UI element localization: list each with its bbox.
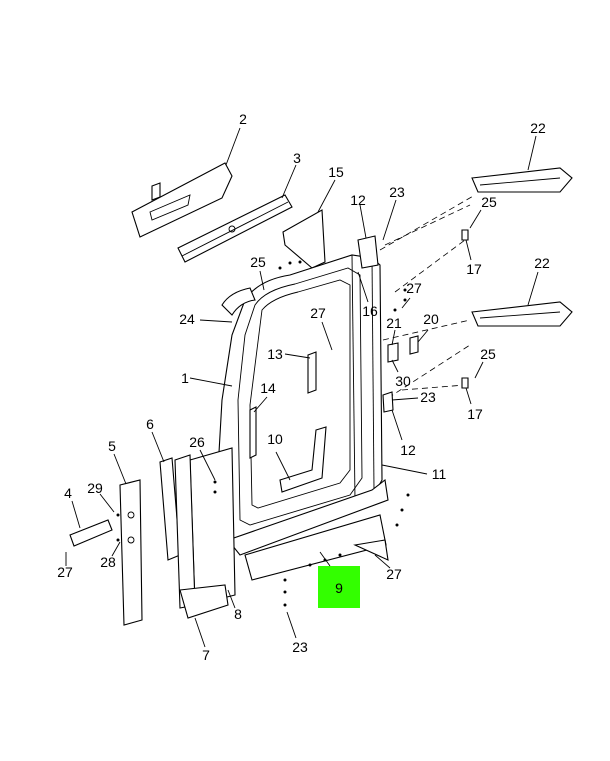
callout-11[interactable]: 11 [432,466,447,482]
alignment-lines [379,194,476,399]
callout-27-lower-right[interactable]: 27 [386,566,402,582]
part-27-gusset [353,539,389,561]
part-17-clips [461,229,469,389]
callout-3[interactable]: 3 [293,150,301,166]
callout-7[interactable]: 7 [202,647,210,663]
callout-1[interactable]: 1 [181,370,189,386]
part-15-bracket [282,209,326,269]
callout-10[interactable]: 10 [267,431,283,447]
part-3-header-rail [177,194,293,263]
callout-15[interactable]: 15 [328,164,344,180]
callout-23-right[interactable]: 23 [420,389,436,405]
part-9-leader [319,551,331,567]
callout-13[interactable]: 13 [267,346,283,362]
callout-8[interactable]: 8 [234,606,242,622]
callout-29[interactable]: 29 [87,480,103,496]
callout-26[interactable]: 26 [189,434,205,450]
fasteners [116,260,410,607]
callout-21[interactable]: 21 [386,315,402,331]
callout-17-upper[interactable]: 17 [466,261,482,277]
callout-22-upper[interactable]: 22 [530,120,546,136]
callout-12-lower[interactable]: 12 [400,442,416,458]
callout-27-left[interactable]: 27 [57,564,73,580]
callout-17-lower[interactable]: 17 [467,406,483,422]
part-4-bracket [69,519,113,547]
part-13-handle [307,351,317,394]
leader-lines [65,127,539,648]
callout-30[interactable]: 30 [395,373,411,389]
callout-6[interactable]: 6 [146,416,154,432]
part-2-upper-panel [131,162,233,238]
callout-25-upper[interactable]: 25 [481,194,497,210]
part-1-door-frame [217,254,383,546]
part-21-20-latches [387,335,419,363]
part-5-post [119,479,143,626]
callout-4[interactable]: 4 [64,485,72,501]
callout-2[interactable]: 2 [239,111,247,127]
callout-22-lower[interactable]: 22 [534,255,550,271]
callout-20[interactable]: 20 [423,311,439,327]
callout-27-upper-right[interactable]: 27 [406,280,422,296]
part-11-sill [227,478,389,556]
part-14-strip [249,406,257,459]
callout-23-upper[interactable]: 23 [389,184,405,200]
callout-14[interactable]: 14 [260,380,276,396]
callout-5[interactable]: 5 [108,438,116,454]
part-9-highlight-box [318,566,360,608]
part-8-post [174,447,236,609]
callout-28[interactable]: 28 [100,554,116,570]
part-22-upper-bracket [471,167,573,193]
callout-27-center[interactable]: 27 [310,305,326,321]
callout-25-lower[interactable]: 25 [480,346,496,362]
callout-9[interactable]: 9 [335,580,343,596]
callout-23-bottom[interactable]: 23 [292,639,308,655]
part-7-foot [179,584,229,619]
callout-12-upper[interactable]: 12 [350,192,366,208]
part-10-panel [279,426,327,493]
part-24-arch [221,287,256,316]
part-22-lower-bracket [471,301,573,327]
callout-16[interactable]: 16 [362,303,378,319]
callout-25-left[interactable]: 25 [250,254,266,270]
callout-labels: 2 3 15 12 23 22 25 17 25 22 24 27 16 27 … [57,111,550,663]
part-12-hinge [357,235,394,413]
callout-24[interactable]: 24 [179,311,195,327]
